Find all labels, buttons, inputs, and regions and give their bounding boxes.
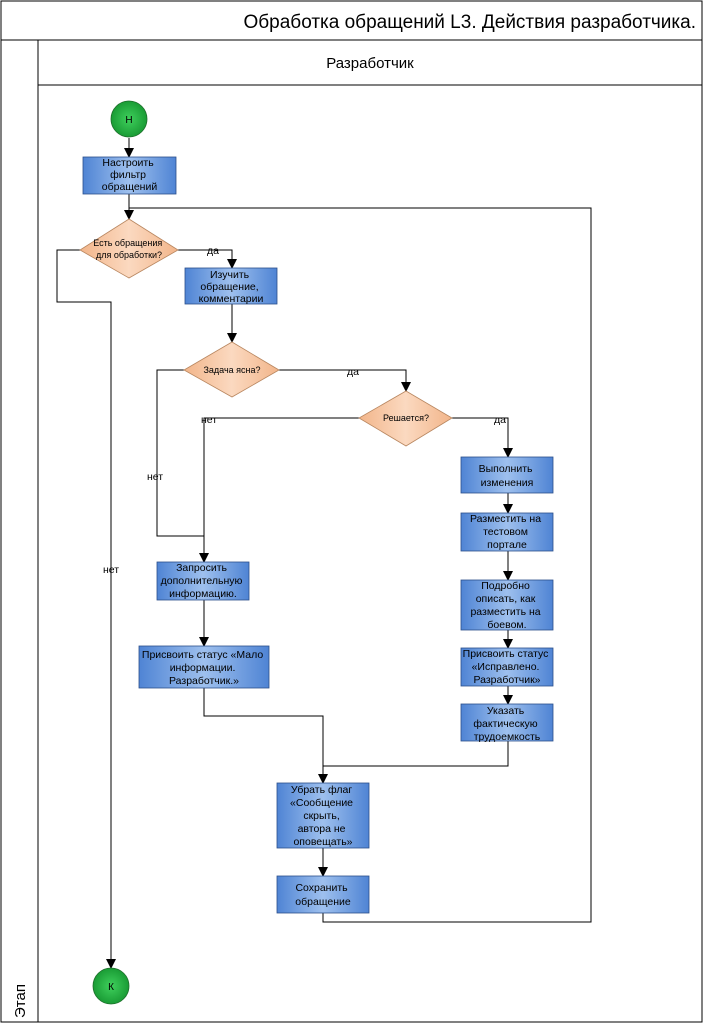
edge-taskclear-yes [279, 369, 411, 392]
svg-text:Настроить фильтр о: Настроить фильтр обращений [102, 157, 158, 193]
edge-yes-study [178, 249, 237, 269]
process-status-fixed: Присвоить статус «Исправлено. Разработчи… [460, 647, 554, 687]
process-effort: Указать фактическую трудоемкость [460, 703, 554, 743]
lane-header: Разработчик [326, 55, 414, 72]
stage-label: Этап [12, 984, 29, 1018]
edge-save-loop [129, 207, 592, 923]
edge-label-task-clear-yes: да [347, 366, 359, 378]
svg-text:Н: Н [125, 115, 132, 126]
svg-text:Разместить на тестовом: Разместить на тестовом портале [470, 513, 544, 551]
svg-text:Есть обращения для обраб: Есть обращения для обработки? [93, 238, 165, 260]
svg-text:Сохранить обращение: Сохранить обращение [295, 882, 351, 908]
edge-label-solvable-yes: да [494, 414, 506, 426]
svg-text:Выполнить изменения: Выполнить изменения [479, 463, 536, 489]
edge-no-end [56, 249, 116, 969]
svg-text:Решается?: Решается? [383, 413, 429, 423]
process-implement: Выполнить изменения [460, 456, 554, 494]
connectors [56, 138, 592, 969]
process-remove-flag: Убрать флаг «Сообщение скрыть, автора не… [276, 782, 370, 849]
edge-effort-removeflag [323, 741, 509, 767]
process-status-lowinfo: Присвоить статус «Мало информации. Разра… [138, 645, 270, 689]
process-request-info: Запросить дополнительную информацию. [156, 561, 250, 601]
decision-has-requests: Есть обращения для обработки? [79, 218, 179, 279]
end-terminal: К [92, 967, 130, 1005]
svg-text:Изучить обращение,: Изучить обращение, комментарии [199, 269, 264, 305]
process-filter: Настроить фильтр обращений [82, 156, 177, 195]
decision-solvable: Решается? [358, 390, 453, 447]
process-deploy-test: Разместить на тестовом портале [460, 512, 554, 552]
edge-solvable-no [199, 417, 359, 563]
svg-text:Подробно описать, как: Подробно описать, как разместить на боев… [470, 580, 543, 631]
process-study: Изучить обращение, комментарии [184, 267, 278, 305]
edge-label-solvable-no: нет [201, 414, 217, 426]
svg-text:Указать фактическую: Указать фактическую трудоемкость [473, 705, 540, 743]
svg-text:Задача ясна?: Задача ясна? [203, 365, 260, 375]
svg-text:Присвоить статус «Мало и: Присвоить статус «Мало информации. Разра… [142, 649, 266, 687]
edge-lowinfo-removeflag [203, 688, 328, 784]
edge-label-has-requests-no: нет [103, 564, 119, 576]
svg-text:Убрать флаг «Сообщение: Убрать флаг «Сообщение скрыть, автора не… [290, 784, 356, 848]
svg-text:Присвоить статус «Исправ: Присвоить статус «Исправлено. Разработчи… [463, 648, 552, 686]
svg-text:Запросить дополнительную: Запросить дополнительную информацию. [161, 562, 246, 600]
process-save: Сохранить обращение [276, 875, 370, 914]
edge-label-has-requests-yes: да [207, 245, 219, 257]
start-terminal: Н [110, 100, 148, 138]
edge-solvable-yes [452, 417, 513, 458]
decision-task-clear: Задача ясна? [183, 341, 280, 398]
edge-label-task-clear-no: нет [147, 471, 163, 483]
edge-taskclear-no [156, 369, 204, 537]
process-describe: Подробно описать, как разместить на боев… [460, 579, 554, 631]
diagram-title: Обработка обращений L3. Действия разрабо… [244, 12, 696, 33]
svg-text:К: К [108, 982, 114, 993]
